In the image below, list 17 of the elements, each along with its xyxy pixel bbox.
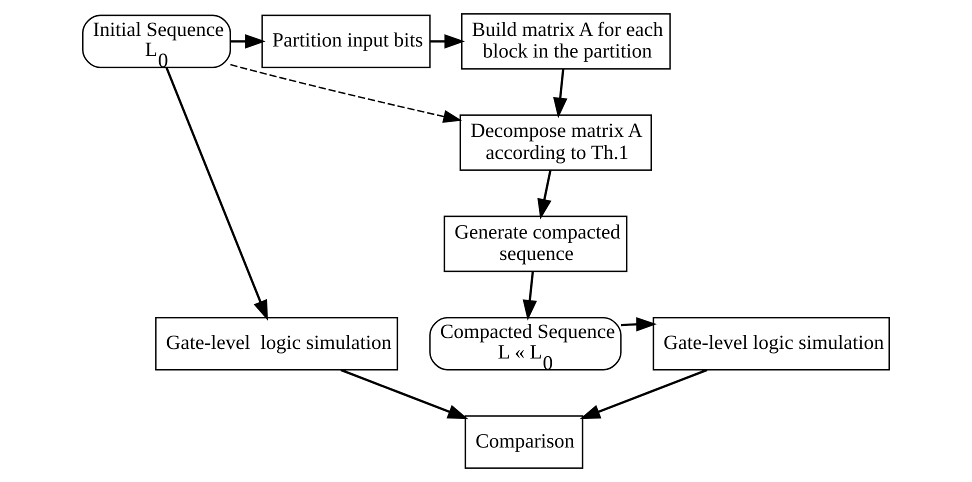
arrow [620,317,657,332]
arrow [580,368,708,420]
arrow [166,67,268,321]
arrow [553,69,568,118]
node-box: Build matrix A for each block in the partition [461,13,671,70]
node-box: Comparison [464,415,584,469]
node-box: Partition input bits [261,14,431,68]
node-box: Decompose matrix A according to Th.1 [460,114,652,171]
arrow [537,170,552,220]
arrow [522,272,537,321]
arrow [230,34,266,49]
arrow [430,34,465,49]
arrow [230,64,462,123]
node-box: Gate-level logic simulation [652,316,890,370]
node-box: Generate compacted sequence [444,216,628,272]
arrow [340,368,468,420]
node-box: Gate-level logic simulation [155,316,398,370]
